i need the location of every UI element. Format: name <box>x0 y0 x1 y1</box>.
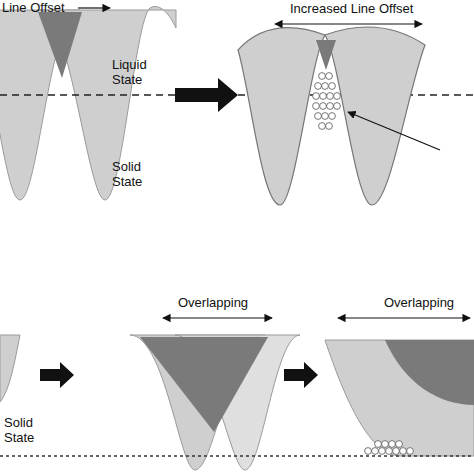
overlap-label: Overlapping <box>384 296 454 311</box>
process-arrow <box>175 78 238 112</box>
offset-label: Increased Line Offset <box>290 2 413 17</box>
overlap-sequence <box>0 318 474 470</box>
offset-label: Line Offset <box>2 1 65 16</box>
overlap-label: Overlapping <box>178 296 248 311</box>
pool-pair-small-offset <box>0 6 176 200</box>
state-label: Liquid State <box>112 58 162 88</box>
state-label: Solid State <box>112 160 162 190</box>
pool-pair-large-offset <box>238 24 474 205</box>
state-label: Solid State <box>4 416 54 446</box>
